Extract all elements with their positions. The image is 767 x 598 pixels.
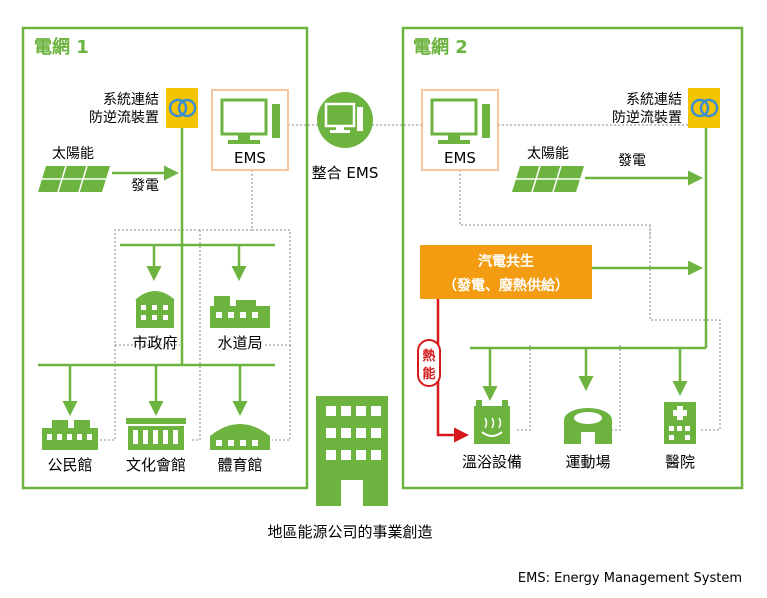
company-caption: 地區能源公司的事業創造 [267, 523, 432, 541]
bath-facility-icon [474, 400, 510, 444]
water-bureau-label: 水道局 [217, 334, 262, 352]
hospital-label: 醫院 [665, 453, 695, 471]
power-lines-2 [470, 128, 708, 401]
device-label-1a: 系統連結 [103, 92, 159, 108]
bath-label: 溫浴設備 [462, 453, 522, 471]
water-bureau-icon [210, 296, 270, 328]
energy-company-building-icon [316, 396, 388, 506]
heat-char-2: 能 [422, 366, 435, 382]
hospital-icon [664, 402, 696, 444]
city-hall-icon [135, 291, 175, 328]
ems-label-1: EMS [234, 149, 266, 167]
integrated-ems-icon [317, 92, 373, 148]
gen-label-1: 發電 [131, 178, 159, 194]
cogen-line2: （發電、廢熱供給） [443, 277, 569, 294]
community-hall-icon [42, 420, 98, 450]
heat-char-1: 熱 [422, 348, 435, 364]
anti-reverse-device-1 [166, 88, 198, 128]
solar-label-2: 太陽能 [527, 146, 569, 162]
grid1-frame [21, 26, 309, 490]
integrated-ems-label: 整合 EMS [312, 164, 379, 182]
gen-label-2: 發電 [618, 153, 646, 169]
city-hall-label: 市政府 [132, 334, 177, 352]
community-hall-label: 公民館 [47, 456, 92, 474]
gymnasium-icon [210, 424, 270, 450]
culture-hall-icon [126, 418, 186, 450]
device-label-1b: 防逆流裝置 [89, 110, 159, 126]
heat-badge [417, 339, 441, 387]
grid2-title: 電網 2 [413, 36, 468, 58]
solar-panel-icon-2 [512, 165, 584, 193]
ems-label-2: EMS [444, 149, 476, 167]
grid2-frame [401, 26, 744, 490]
heat-supply-line [436, 299, 469, 443]
device-label-2b: 防逆流裝置 [612, 110, 682, 126]
sports-field-label: 運動場 [565, 453, 610, 471]
cogen-line1: 汽電共生 [478, 253, 534, 270]
gymnasium-label: 體育館 [217, 456, 262, 474]
grid1-title: 電網 1 [34, 36, 89, 58]
communication-lines [100, 124, 721, 441]
footnote: EMS: Energy Management System [518, 571, 742, 586]
power-lines-1 [38, 128, 275, 416]
solar-panel-icon-1 [38, 165, 110, 193]
anti-reverse-device-2 [688, 88, 720, 128]
culture-hall-label: 文化會館 [126, 456, 186, 474]
sports-field-icon [564, 408, 612, 444]
solar-label-1: 太陽能 [52, 146, 94, 162]
device-label-2a: 系統連結 [626, 92, 682, 108]
cogeneration-box [420, 245, 592, 299]
